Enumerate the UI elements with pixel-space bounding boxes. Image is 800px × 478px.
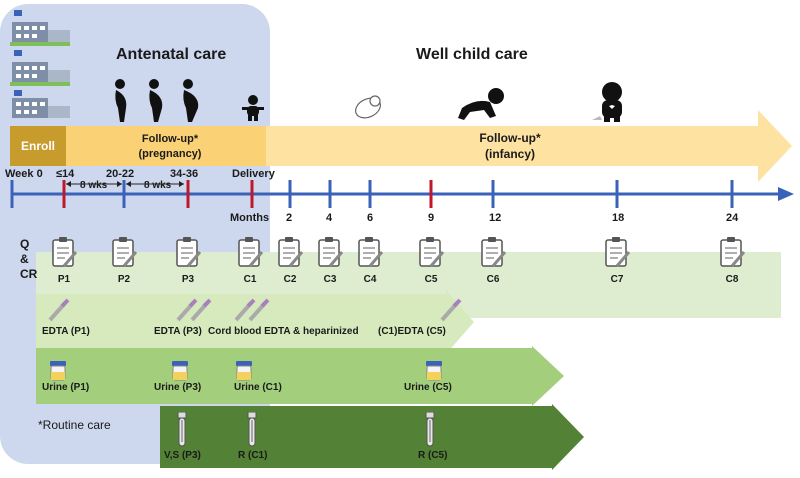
urine-sample-arrow	[36, 346, 564, 406]
swab-tube-icon	[177, 412, 187, 447]
urine-label-p1: Urine (P1)	[42, 382, 90, 393]
visit-label: C5	[424, 274, 438, 285]
urine-cup-icon	[50, 361, 66, 381]
hospital-icon	[10, 10, 70, 46]
blood-tube-icon	[176, 298, 198, 322]
urine-cup-icon	[172, 361, 188, 381]
blood-tube-icon	[440, 298, 462, 322]
months-label: Months	[230, 212, 270, 224]
interval-8wks-1: 8 wks	[80, 180, 108, 191]
q-cr-label: Q & CR	[20, 237, 37, 282]
pregnant-woman-icon	[183, 79, 199, 122]
crawling-baby-icon	[458, 88, 504, 120]
week0-label: Week 0	[5, 168, 43, 180]
well-child-care-title: Well child care	[416, 46, 528, 63]
week14-label: ≤14	[56, 168, 75, 180]
newborn-icon	[242, 95, 264, 121]
swab-label-p3: V,S (P3)	[164, 450, 201, 461]
month-tick-label: 4	[326, 212, 333, 224]
swab-label-c1: R (C1)	[238, 450, 268, 461]
follow-up-pregnancy-label: Follow-up* (pregnancy)	[120, 132, 220, 162]
urine-cup-icon	[426, 361, 442, 381]
clipboard-icon	[419, 237, 445, 267]
pregnant-woman-icon	[115, 79, 127, 122]
clipboard-icon	[112, 237, 138, 267]
hospital-icons	[10, 10, 70, 118]
urine-label-c1: Urine (C1)	[234, 382, 282, 393]
swab-sample-arrow	[160, 404, 584, 470]
delivery-label: Delivery	[232, 168, 275, 180]
month-tick-label: 2	[286, 212, 293, 224]
blood-tube-icon	[48, 298, 70, 322]
follow-up-infancy-line2: (infancy)	[484, 147, 535, 161]
hospital-icon	[12, 90, 70, 118]
clipboard-icon	[52, 237, 78, 267]
routine-care-note: *Routine care	[38, 418, 111, 432]
clipboard-icon	[176, 237, 202, 267]
visit-label: C4	[363, 274, 377, 285]
clipboard-icon	[278, 237, 304, 267]
week20-label: 20-22	[106, 168, 135, 180]
pregnancy-icons	[115, 79, 199, 122]
blood-label-cord: Cord blood EDTA & heparinized	[208, 326, 359, 337]
clipboard-icon	[358, 237, 384, 267]
timeline-arrowhead	[778, 187, 794, 201]
visit-label: P3	[181, 274, 195, 285]
swab-tube-icon	[247, 412, 257, 447]
blood-label-c5: (C1)EDTA (C5)	[378, 326, 446, 337]
month-tick-label: 24	[726, 212, 739, 224]
clipboard-icon	[318, 237, 344, 267]
month-tick-label: 18	[612, 212, 625, 224]
amp-label: &	[20, 252, 29, 266]
blood-tube-icon	[190, 298, 212, 322]
cr-label: CR	[20, 267, 38, 281]
blood-tubes	[48, 298, 462, 322]
interval-8wks-2: 8 wks	[144, 180, 172, 191]
clipboard-icon	[481, 237, 507, 267]
clipboard-icon	[605, 237, 631, 267]
timeline-axis	[10, 180, 794, 208]
follow-up-pregnancy-line1: Follow-up*	[141, 133, 199, 145]
urine-label-c5: Urine (C5)	[404, 382, 452, 393]
pregnant-woman-icon	[149, 79, 163, 122]
visit-label: C2	[283, 274, 297, 285]
clipboard-icon	[720, 237, 746, 267]
visit-label: C6	[486, 274, 500, 285]
blood-label-p1: EDTA (P1)	[42, 326, 90, 337]
urine-cup-icon	[236, 361, 252, 381]
q-label: Q	[20, 237, 30, 251]
visit-label: C8	[725, 274, 739, 285]
antenatal-care-title: Antenatal care	[116, 46, 227, 63]
follow-up-infancy-label: Follow-up* (infancy)	[460, 130, 560, 162]
visit-label: C7	[610, 274, 624, 285]
swab-tube-icon	[425, 412, 435, 447]
urine-label-p3: Urine (P3)	[154, 382, 202, 393]
visit-label: P1	[57, 274, 71, 285]
swab-label-c5: R (C5)	[418, 450, 448, 461]
enroll-label: Enroll	[10, 126, 66, 166]
visit-label: C3	[323, 274, 337, 285]
follow-up-pregnancy-line2: (pregnancy)	[138, 148, 202, 160]
blood-sample-arrow	[36, 290, 474, 354]
follow-up-arrow	[10, 110, 792, 182]
hospital-icon	[10, 50, 70, 86]
toddler-icon	[592, 82, 622, 122]
visit-label: P2	[117, 274, 131, 285]
follow-up-infancy-line1: Follow-up*	[479, 131, 541, 145]
month-tick-label: 9	[428, 212, 435, 224]
blood-label-p3: EDTA (P3)	[154, 326, 202, 337]
newborn-icon	[355, 95, 381, 119]
blood-tube-icon	[248, 298, 270, 322]
month-tick-label: 12	[489, 212, 502, 224]
blood-tube-icon	[234, 298, 256, 322]
clipboard-icon	[238, 237, 264, 267]
week34-label: 34-36	[170, 168, 199, 180]
visit-label: C1	[243, 274, 257, 285]
month-tick-label: 6	[367, 212, 374, 224]
